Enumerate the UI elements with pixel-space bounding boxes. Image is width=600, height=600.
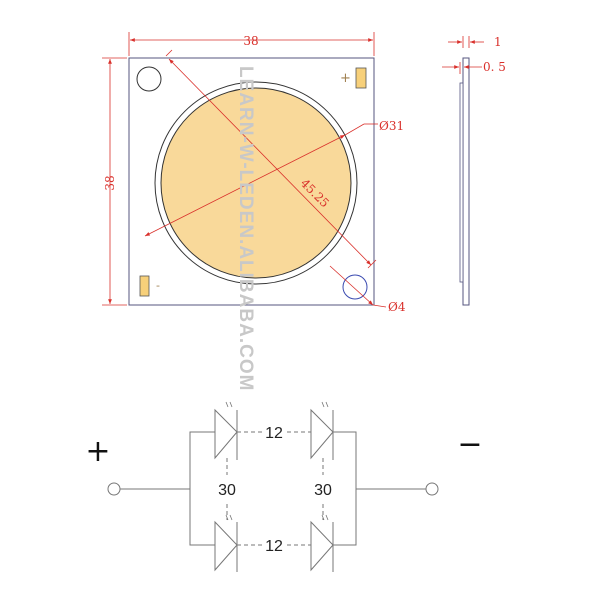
led-top-left bbox=[214, 408, 238, 460]
side-phosphor-layer bbox=[459, 82, 464, 283]
hole-diameter-label: Ø4 bbox=[388, 300, 406, 314]
negative-terminal bbox=[425, 482, 439, 496]
negative-pad-label: - bbox=[156, 279, 160, 292]
positive-symbol: + bbox=[85, 434, 110, 469]
mounting-hole-top-left bbox=[136, 66, 162, 92]
side-substrate bbox=[462, 57, 470, 306]
circuit-schematic bbox=[107, 401, 439, 572]
hole-dim-line bbox=[329, 265, 374, 306]
parallel-count-right: 30 bbox=[314, 482, 332, 499]
negative-symbol: − bbox=[457, 427, 482, 462]
positive-pad bbox=[355, 67, 367, 89]
watermark: LEARN-W-LEDEN.ALIBABA.COM bbox=[235, 66, 256, 391]
parallel-count-left: 30 bbox=[218, 482, 236, 499]
led-top-right bbox=[310, 408, 334, 460]
pad-thickness-label: 0. 5 bbox=[483, 60, 506, 74]
diameter-label: Ø31 bbox=[379, 119, 404, 133]
side-view: 1 0. 5 bbox=[442, 35, 506, 306]
led-bottom-left bbox=[214, 520, 238, 572]
dimensions bbox=[102, 32, 387, 308]
series-count-top: 12 bbox=[265, 425, 283, 442]
mounting-hole-bottom-right bbox=[342, 274, 368, 300]
led-bottom-right bbox=[310, 520, 334, 572]
series-count-bottom: 12 bbox=[265, 538, 283, 555]
diameter-dim-line bbox=[144, 134, 346, 237]
thickness-label: 1 bbox=[494, 35, 502, 49]
positive-terminal bbox=[107, 482, 121, 496]
negative-pad bbox=[139, 275, 150, 297]
width-label: 38 bbox=[243, 34, 258, 48]
positive-pad-label: + bbox=[340, 71, 351, 86]
height-label: 38 bbox=[103, 175, 117, 190]
